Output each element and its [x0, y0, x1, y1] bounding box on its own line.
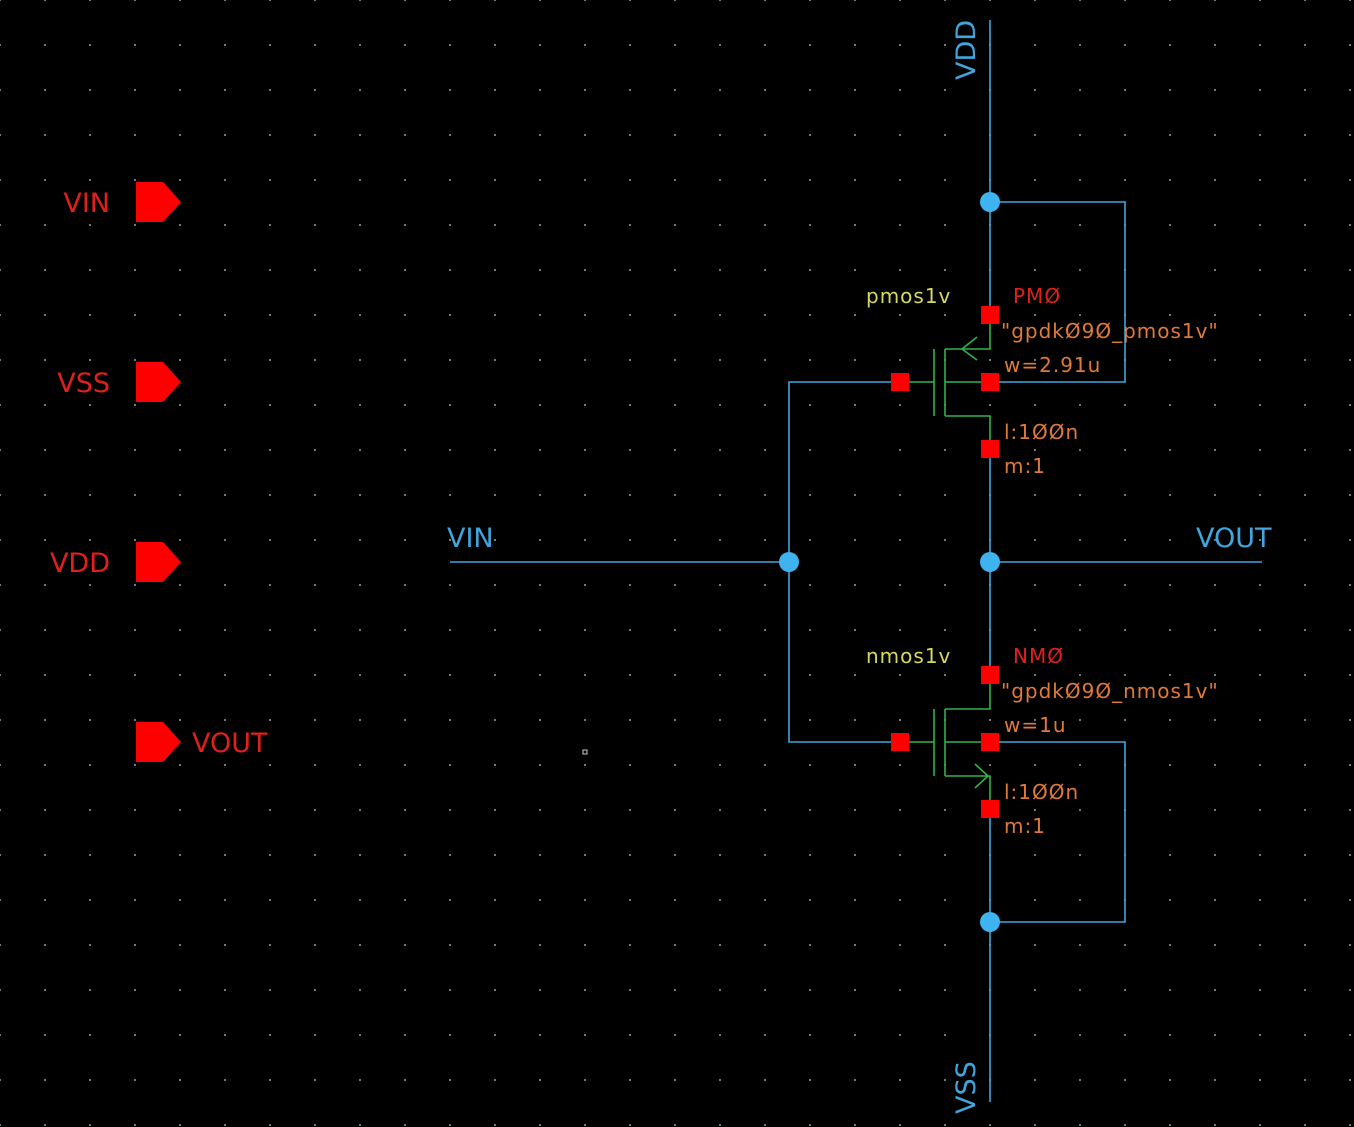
nmos-multiplier-label: m:1	[1004, 814, 1046, 838]
junction-vdd	[980, 192, 1000, 212]
pmos-drain-terminal[interactable]	[981, 440, 999, 458]
pin-vin-label: VIN	[63, 188, 110, 219]
pin-vout-label: VOUT	[192, 728, 268, 759]
pmos-device[interactable]	[900, 315, 991, 449]
junction-vin	[779, 552, 799, 572]
junction-vout	[980, 552, 1000, 572]
pin-vdd-icon	[136, 542, 181, 582]
pin-vdd-label: VDD	[50, 548, 110, 579]
wire-gates[interactable]	[788, 381, 900, 743]
net-label-vout: VOUT	[1196, 523, 1272, 554]
pmos-cell-label: pmos1v	[866, 284, 951, 308]
nmos-drain-terminal[interactable]	[981, 666, 999, 684]
wire-nmos-bulk[interactable]	[990, 741, 1126, 923]
pin-vss-label: VSS	[57, 368, 110, 399]
nmos-device[interactable]	[900, 675, 991, 809]
wires	[450, 20, 1262, 1102]
pin-vss[interactable]: VSS	[57, 362, 181, 402]
pmos-multiplier-label: m:1	[1004, 454, 1046, 478]
pmos-width-label: w=2.91u	[1004, 353, 1101, 377]
pmos-source-terminal[interactable]	[981, 306, 999, 324]
pmos-instance-label: PMØ	[1013, 284, 1061, 308]
nmos-instance-label: NMØ	[1013, 644, 1064, 668]
pmos-bulk-terminal[interactable]	[981, 373, 999, 391]
pmos-gate-terminal[interactable]	[891, 373, 909, 391]
pin-vss-icon	[136, 362, 181, 402]
pin-vout[interactable]: VOUT	[136, 722, 268, 762]
nmos-model-label: "gpdkØ9Ø_nmos1v"	[1001, 679, 1219, 703]
origin-marker	[582, 749, 588, 755]
pin-vdd[interactable]: VDD	[50, 542, 181, 582]
pmos-model-label: "gpdkØ9Ø_pmos1v"	[1001, 319, 1219, 343]
nmos-cell-label: nmos1v	[866, 644, 951, 668]
pin-vout-icon	[136, 722, 181, 762]
net-label-vdd: VDD	[951, 20, 982, 80]
net-label-vss: VSS	[951, 1061, 982, 1114]
nmos-source-terminal[interactable]	[981, 800, 999, 818]
net-label-vin: VIN	[447, 523, 494, 554]
nmos-bulk-terminal[interactable]	[981, 733, 999, 751]
pin-vin[interactable]: VIN	[63, 182, 181, 222]
junction-vss	[980, 912, 1000, 932]
wire-pmos-bulk[interactable]	[990, 201, 1126, 383]
nmos-width-label: w=1u	[1004, 713, 1067, 737]
pin-vin-icon	[136, 182, 181, 222]
nmos-gate-terminal[interactable]	[891, 733, 909, 751]
pmos-length-label: l:1ØØn	[1004, 420, 1079, 444]
nmos-length-label: l:1ØØn	[1004, 780, 1079, 804]
